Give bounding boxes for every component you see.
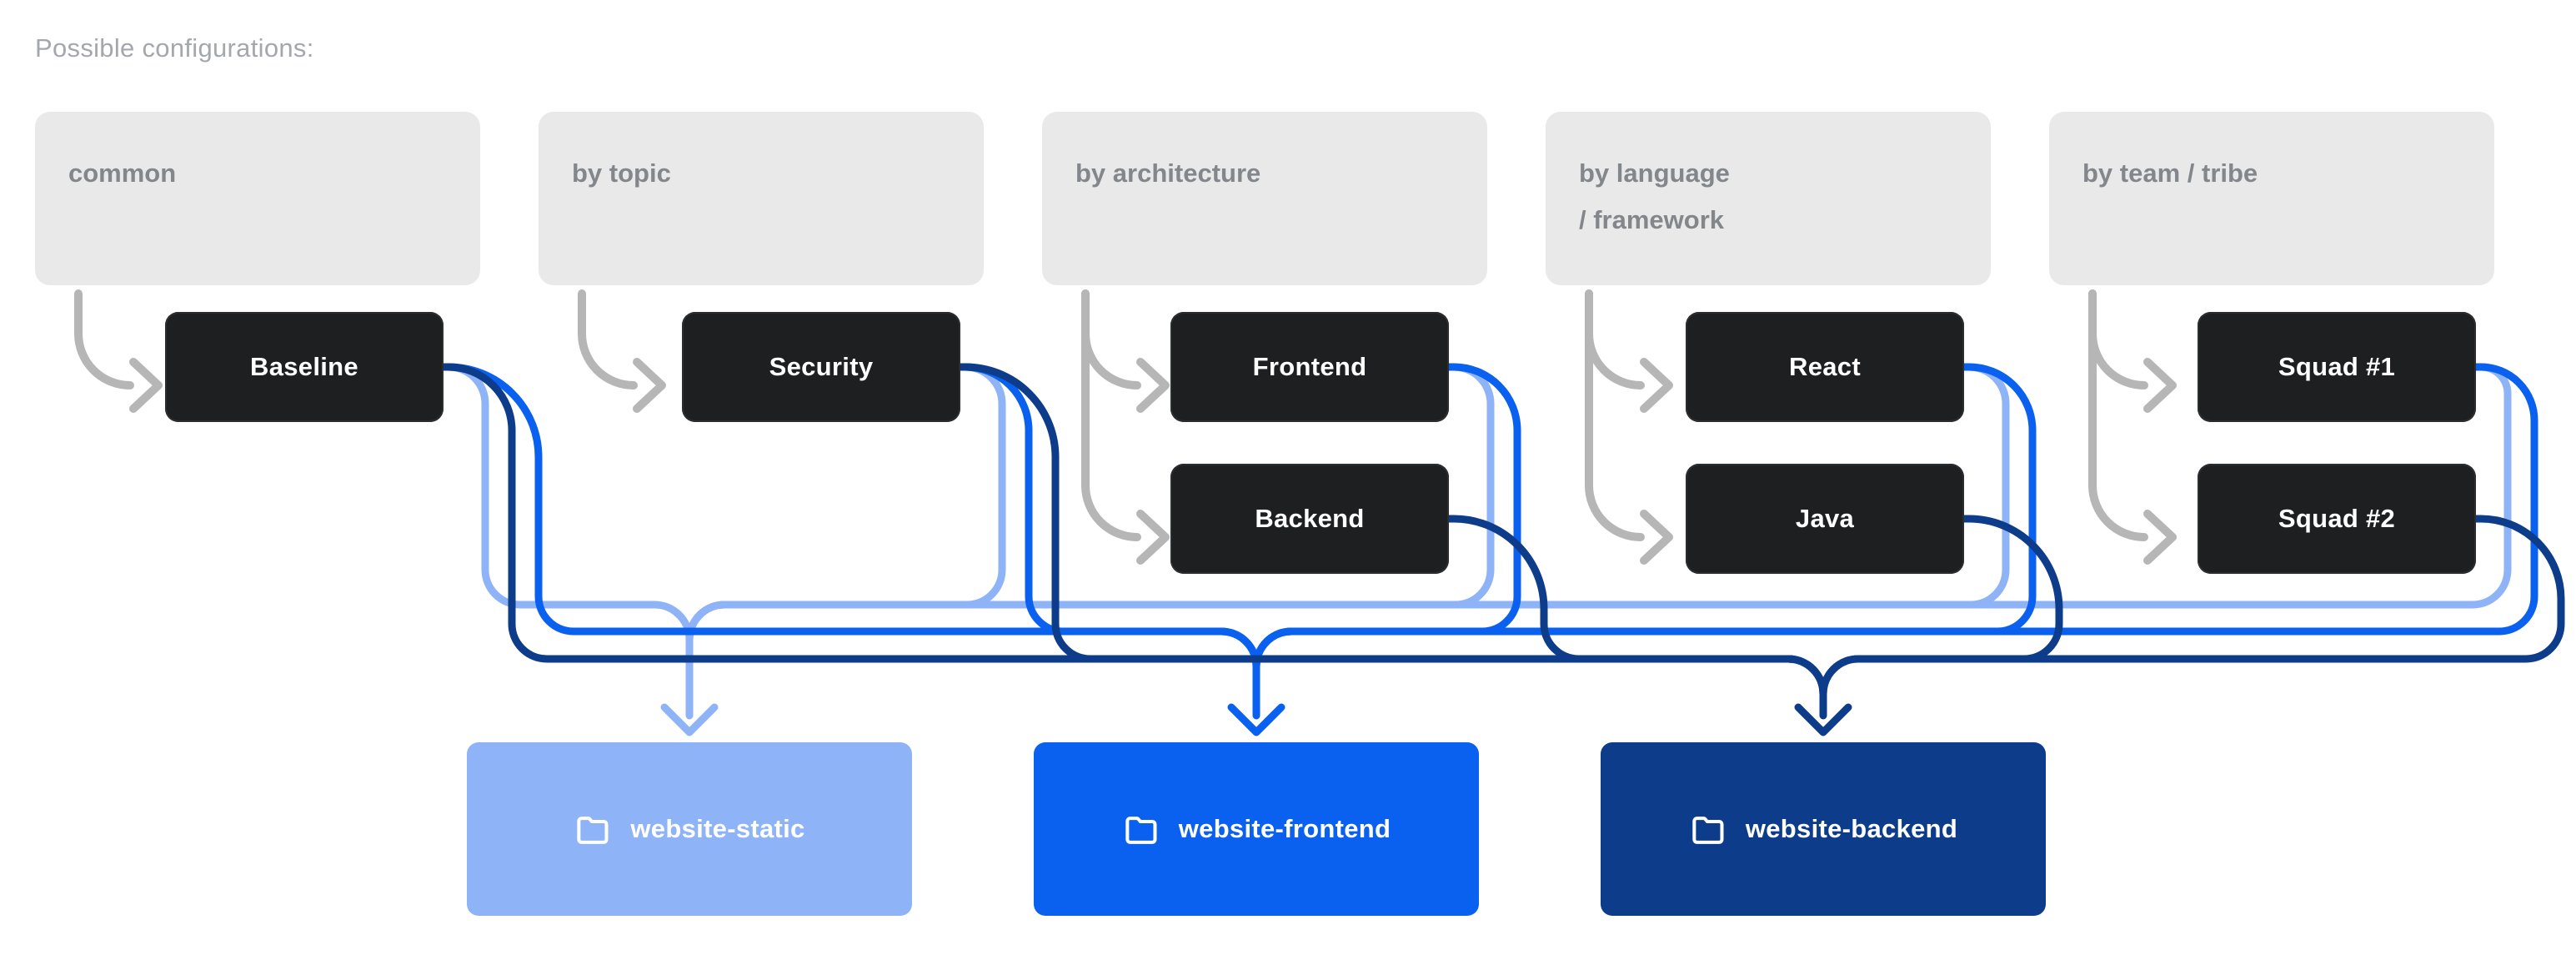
folder-icon [577,817,609,844]
gray-arrow-language-to-react [1585,289,1645,390]
config-node-java: Java [1686,464,1964,574]
edges-website-frontend [439,363,2538,736]
output-label-website-backend: website-backend [1745,814,1958,843]
edge-baseline-to-website-static [439,363,694,710]
page-title: Possible configurations: [35,33,314,63]
config-node-squad2: Squad #2 [2198,464,2476,574]
output-box-website-frontend: website-frontend [1034,742,1479,916]
gray-arrowhead-topic-to-security [633,358,666,413]
gray-arrowhead-language-to-java [1640,510,1673,565]
category-box-by-language-framework: by language / framework [1546,112,1991,285]
gray-arrow-team-to-squad2 [2088,289,2148,541]
category-box-by-team-tribe: by team / tribe [2049,112,2494,285]
edge-squad2-to-website-backend [1819,515,2565,710]
output-box-website-backend: website-backend [1601,742,2046,916]
config-node-security: Security [682,312,960,422]
gray-arrowhead-architecture-to-frontend [1136,358,1170,413]
gray-arrow-team-to-squad1 [2088,289,2148,390]
config-node-frontend: Frontend [1170,312,1449,422]
category-label-by-architecture: by architecture [1075,158,1261,188]
edge-backend-to-website-backend [1445,515,1827,710]
edge-squad1-to-website-static [685,363,2512,710]
config-node-react: React [1686,312,1964,422]
output-box-website-static: website-static [467,742,912,916]
config-node-baseline: Baseline [165,312,444,422]
gray-arrow-topic-to-security [578,289,638,390]
gray-arrow-architecture-to-frontend [1081,289,1141,390]
gray-arrowhead-team-to-squad1 [2143,358,2177,413]
category-box-common: common [35,112,480,285]
arrowhead-website-frontend [1227,703,1285,736]
gray-arrow-architecture-to-backend [1081,289,1141,541]
config-node-squad1: Squad #1 [2198,312,2476,422]
output-label-website-frontend: website-frontend [1178,814,1391,843]
gray-arrow-common-to-baseline [74,289,134,390]
output-label-website-static: website-static [630,814,805,843]
gray-arrowhead-architecture-to-backend [1136,510,1170,565]
edge-squad1-to-website-frontend [1252,363,2538,710]
gray-arrowhead-language-to-react [1640,358,1673,413]
category-label-common: common [68,158,177,188]
arrowhead-website-static [660,703,719,736]
gray-arrowhead-common-to-baseline [129,358,163,413]
gray-arrowhead-team-to-squad2 [2143,510,2177,565]
folder-icon [1125,817,1157,844]
edges-website-backend [439,363,2565,736]
gray-arrow-language-to-java [1585,289,1645,541]
gray-arrows [74,289,2177,565]
category-box-by-topic: by topic [539,112,984,285]
category-label-by-topic: by topic [572,158,671,188]
category-label-by-team-tribe: by team / tribe [2082,158,2258,188]
edges-website-static [439,363,2512,736]
config-node-backend: Backend [1170,464,1449,574]
folder-icon [1692,817,1724,844]
arrowhead-website-backend [1794,703,1852,736]
category-label-by-language-framework: by language / framework [1579,158,1730,234]
category-box-by-architecture: by architecture [1042,112,1487,285]
